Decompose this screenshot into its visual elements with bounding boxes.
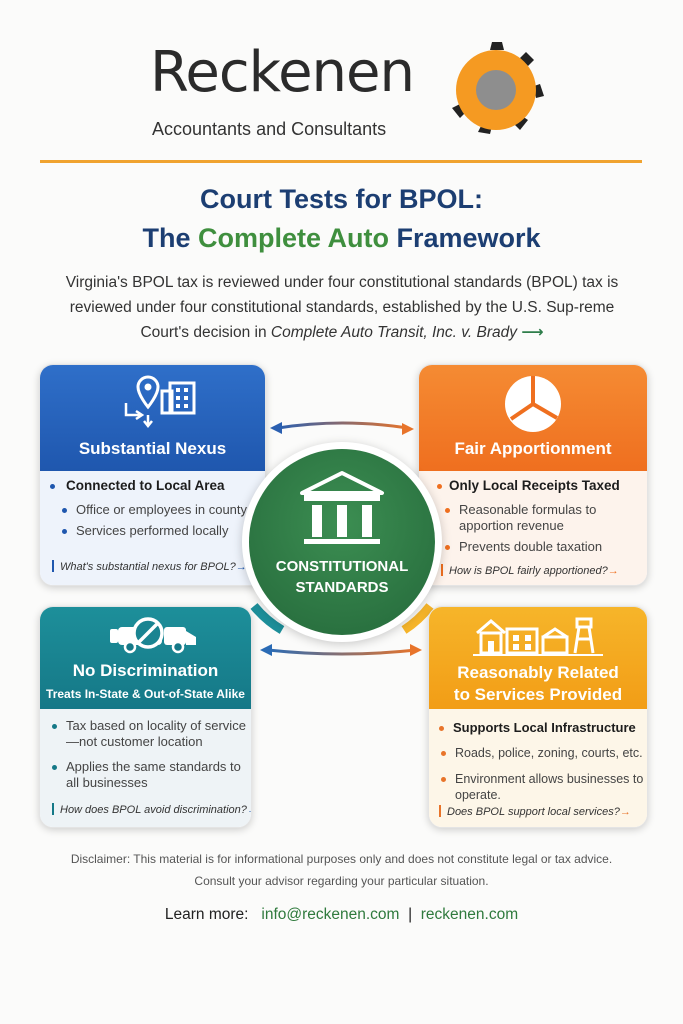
- arrow-right-icon: →: [235, 561, 247, 573]
- bullet-icon: [52, 765, 57, 770]
- card-no-discrimination: No Discrimination Treats In-State & Out-…: [39, 606, 252, 828]
- card-lead: Only Local Receipts Taxed: [449, 478, 620, 493]
- town-icon: [473, 617, 603, 656]
- card-body: Supports Local Infrastructure Roads, pol…: [429, 709, 647, 827]
- brand-tagline: Accountants and Consultants: [152, 119, 387, 139]
- card-lead: Connected to Local Area: [66, 478, 225, 493]
- bullet-icon: [441, 777, 446, 782]
- logo-emblem-icon: [452, 42, 544, 134]
- list-item: Services performed locally: [76, 523, 229, 538]
- pie-chart-icon: [505, 376, 561, 432]
- list-item: Office or employees in county: [76, 502, 248, 517]
- card-body: Connected to Local Area Office or employ…: [40, 471, 265, 585]
- bullet-icon: [445, 508, 450, 513]
- card-fair-apportionment: Fair Apportionment Only Local Receipts T…: [418, 364, 648, 586]
- arrow-right-icon: →: [247, 804, 251, 816]
- learn-more-label: Learn more:: [164, 906, 249, 923]
- card-header: Fair Apportionment: [419, 365, 647, 471]
- brand-name: Reckenen: [150, 40, 415, 105]
- location-building-icon: [124, 375, 196, 429]
- card-header: No Discrimination Treats In-State & Out-…: [40, 607, 251, 709]
- arrow-right-icon: →: [607, 565, 619, 577]
- card-lead: Supports Local Infrastructure: [453, 720, 636, 735]
- card-title-line1: Reasonably Related: [457, 663, 619, 682]
- bullet-icon: [437, 484, 442, 489]
- card-reasonably-related: Reasonably Related to Services Provided …: [428, 606, 648, 828]
- page-title-line1: Court Tests for BPOL:: [200, 184, 483, 214]
- card-header: Reasonably Related to Services Provided: [429, 607, 647, 709]
- bullet-icon: [62, 529, 67, 534]
- card-substantial-nexus: Substantial Nexus Connected to Local Are…: [39, 364, 266, 586]
- courthouse-icon: [300, 471, 384, 544]
- center-label-line1: CONSTITUTIONAL: [275, 558, 409, 575]
- disclaimer-line1: Disclaimer: This material is for informa…: [70, 852, 613, 866]
- bullet-icon: [441, 751, 446, 756]
- bullet-icon: [439, 726, 444, 731]
- case-name: Complete Auto Transit, Inc. v. Brady: [270, 324, 517, 341]
- card-title: Substantial Nexus: [78, 439, 227, 458]
- faq-link[interactable]: Does BPOL support local services?→: [439, 805, 631, 818]
- bullet-icon: [52, 724, 57, 729]
- title-highlight: Complete Auto: [197, 223, 389, 253]
- card-title-line2: to Services Provided: [453, 685, 623, 704]
- website-link[interactable]: reckenen.com: [420, 906, 519, 923]
- list-item: Reasonable formulas to apportion revenue: [459, 502, 597, 533]
- arrow-right-icon[interactable]: ⟶: [521, 324, 544, 341]
- separator: |: [408, 906, 413, 923]
- faq-link[interactable]: How does BPOL avoid discrimination?→: [52, 803, 251, 816]
- card-body: Only Local Receipts Taxed Reasonable for…: [419, 471, 647, 585]
- card-title: Fair Apportionment: [454, 439, 612, 458]
- list-item: Tax based on locality of service—not cus…: [66, 718, 246, 749]
- disclaimer-line2: Consult your advisor regarding your part…: [194, 874, 489, 888]
- bullet-icon: [50, 484, 55, 489]
- page-title-line2: The Complete Auto Framework: [142, 223, 541, 253]
- list-item: Environment allows businesses to operate…: [455, 772, 644, 802]
- card-header: Substantial Nexus: [40, 365, 265, 471]
- card-title: No Discrimination: [72, 661, 219, 680]
- bullet-icon: [445, 545, 450, 550]
- constitutional-standards-badge: CONSTITUTIONAL STANDARDS: [249, 449, 435, 635]
- card-subtitle: Treats In-State & Out-of-State Alike: [46, 687, 245, 701]
- list-item: Roads, police, zoning, courts, etc.: [455, 746, 643, 760]
- header-divider: [40, 160, 642, 163]
- card-body: Tax based on locality of service—not cus…: [40, 709, 251, 827]
- list-item: Applies the same standards to all busine…: [66, 759, 241, 790]
- arrow-right-icon: →: [619, 806, 631, 818]
- center-label-line2: STANDARDS: [295, 579, 389, 596]
- list-item: Prevents double taxation: [459, 539, 603, 554]
- bullet-icon: [62, 508, 67, 513]
- email-link[interactable]: info@reckenen.com: [261, 906, 400, 923]
- faq-link[interactable]: What's substantial nexus for BPOL?→: [52, 560, 247, 573]
- faq-link[interactable]: How is BPOL fairly apportioned?→: [441, 564, 619, 577]
- no-truck-icon: [110, 617, 196, 654]
- learn-more: Learn more: info@reckenen.com | reckenen…: [0, 906, 683, 924]
- intro-paragraph: Virginia's BPOL tax is reviewed under fo…: [65, 274, 619, 341]
